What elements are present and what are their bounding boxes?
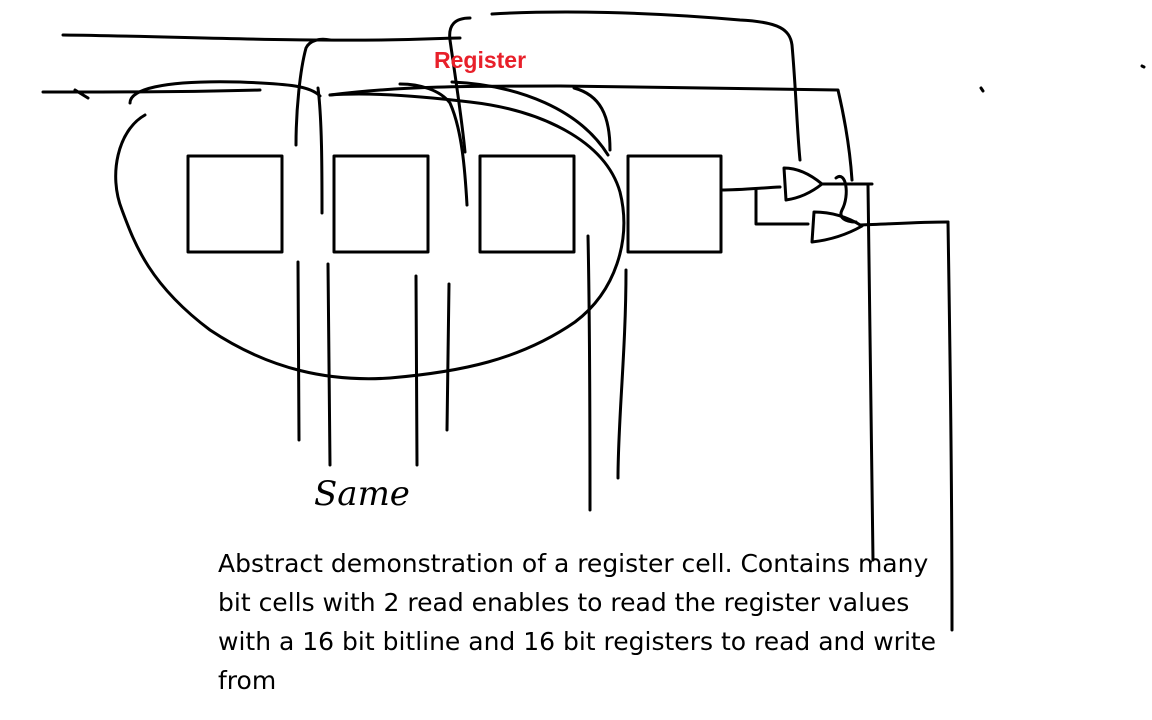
gate-feed-wire xyxy=(754,188,810,226)
wire-a xyxy=(294,37,332,147)
stray-mark-2 xyxy=(1140,64,1146,69)
gate-2-output xyxy=(858,220,950,227)
handwritten-same-label: Same xyxy=(314,474,410,514)
cell-output-wire xyxy=(719,185,782,192)
stray-mark-1 xyxy=(979,86,985,93)
bitline-6 xyxy=(616,268,628,480)
wire-f xyxy=(572,86,612,152)
read-enable-gate-1 xyxy=(782,166,824,202)
bitline-2 xyxy=(326,262,332,467)
read-enable-gate-2 xyxy=(810,210,864,244)
bitline-3 xyxy=(414,274,419,467)
bitline-4 xyxy=(445,282,451,432)
wire-e xyxy=(490,10,802,162)
bitline-1 xyxy=(296,260,301,442)
top-line-3 xyxy=(73,88,90,100)
bitline-5 xyxy=(586,234,592,512)
register-enclosure xyxy=(114,92,626,381)
top-line-4 xyxy=(128,80,322,105)
register-title: Register xyxy=(434,47,526,73)
bit-cell-3 xyxy=(478,154,576,254)
top-line-2 xyxy=(41,88,262,94)
gate-1-bus xyxy=(866,183,875,562)
top-line-1 xyxy=(61,33,462,42)
wire-g xyxy=(450,80,610,157)
wire-d xyxy=(398,82,469,207)
gate-2-bus xyxy=(946,220,954,632)
diagram-caption: Abstract demonstration of a register cel… xyxy=(218,549,937,695)
bit-cell-1 xyxy=(186,154,284,254)
wire-b xyxy=(316,86,324,215)
enable-wire xyxy=(834,174,858,224)
wire-c xyxy=(448,16,472,154)
bit-cell-4 xyxy=(626,154,723,254)
bit-cell-2 xyxy=(332,154,430,254)
